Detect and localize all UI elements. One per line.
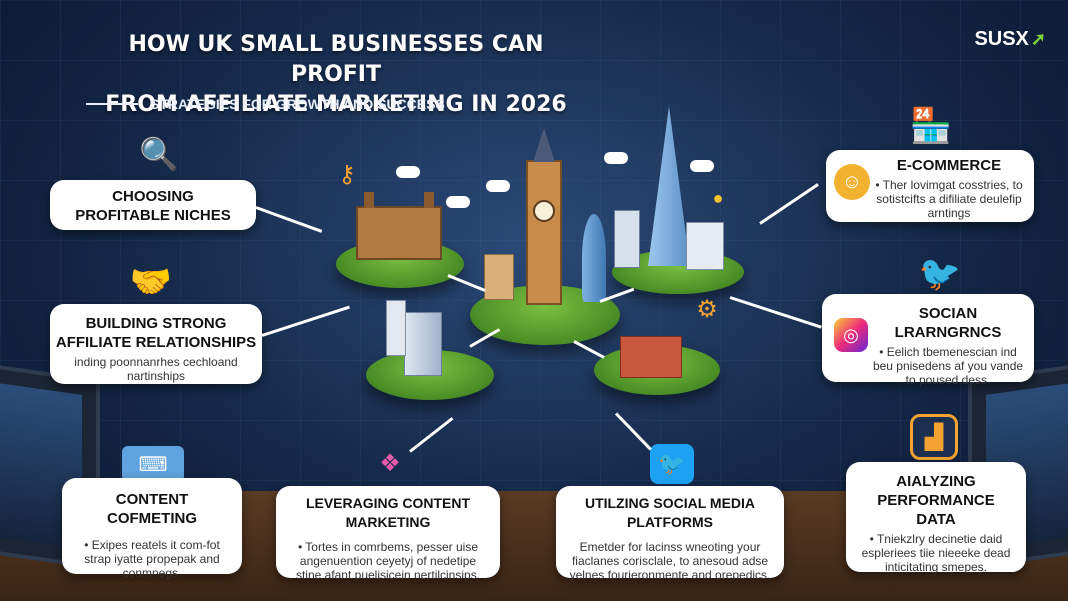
card-content-cofmeting: CONTENT COFMETING • Exipes reatels it co… [62,478,242,580]
card-body: • Exipes reatels it com-fot strap iyatte… [84,538,220,580]
gear-icon: ⚙ [696,295,718,323]
card-body: • Eelich tbemenescian ind beu pnisedens … [872,345,1024,387]
card-title-line-1: BUILDING STRONG [85,315,227,332]
card-title-line-2: AFFILIATE RELATIONSHIPS [55,334,257,351]
card-body: • Ther lovimgat cosstries, to sotistcift… [875,178,1023,220]
card-leveraging-content: LEVERAGING CONTENT MARKETING • Tortes in… [276,486,500,582]
title-line-1: HOW UK SMALL BUSINESSES CAN PROFIT [128,32,544,87]
card-body: inding poonnanrhes cechloand nartinships [74,355,238,383]
clock-face-icon [533,200,555,222]
card-title: UTILZING SOCIAL MEDIA PLATFORMS [584,495,756,530]
cloud [396,166,420,178]
brick-building [620,336,682,378]
key-icon: ⚷ [338,160,356,188]
castle-building [356,206,442,260]
instagram-icon: ◎ [834,318,868,352]
title-line-2: FROM AFFILIATE MARKETING IN 2026 [105,92,567,117]
card-social-media-platforms: UTILZING SOCIAL MEDIA PLATFORMS Emetder … [556,486,784,582]
handshake-icon: 🤝 [129,263,173,301]
cloud [446,196,470,208]
card-title: E-COMMERCE [896,157,1002,174]
card-title-line-2: PERFORMANCE DATA [877,492,995,528]
gherkin-tower [582,214,606,302]
keyboard-icon: ⌨ [122,446,184,482]
card-choosing-niches: CHOOSING PROFITABLE NICHES [50,180,256,230]
bar-chart-icon: ▟ [910,414,958,460]
card-body: • Tniekzlry decinetie daid espleriees ti… [861,532,1011,574]
castle-turret [424,192,434,208]
subtitle-rule [86,103,138,105]
page-subtitle: STRATEGIES FOR GROWTH AND SUCCESS [150,96,445,112]
office-building [686,222,724,270]
page-title: HOW UK SMALL BUSINESSES CAN PROFIT FROM … [86,30,586,120]
card-title: SOCIAN LRARNGRNCS [894,305,1002,341]
coins-icon: ● [712,187,724,208]
brand-mark-icon: ➚ [1030,29,1046,49]
brand-logo: SUSX ➚ [974,28,1046,51]
card-title: CONTENT COFMETING [107,491,197,527]
castle-turret [364,192,374,208]
card-affiliate-relationships: BUILDING STRONG AFFILIATE RELATIONSHIPS … [50,304,262,384]
twitter-bird-icon: 🐦 [918,255,962,293]
cloud [690,160,714,172]
card-title: LEVERAGING CONTENT MARKETING [305,495,471,530]
subtitle-row: STRATEGIES FOR GROWTH AND SUCCESS [86,96,445,112]
card-title-line-2: PROFITABLE NICHES [75,207,231,224]
apartment-building [484,254,514,300]
card-analyzing-performance: AIALYZING PERFORMANCE DATA • Tniekzlry d… [846,462,1026,574]
emoji-icon: ☺ [834,164,870,200]
twitter-bird-icon: 🐦 [650,444,694,484]
apps-icon: ❖ [379,449,401,477]
office-building [404,312,442,376]
card-title-line-1: AIALYZING [896,473,976,490]
card-ecommerce: ☺ E-COMMERCE • Ther lovimgat cosstries, … [826,150,1034,222]
office-tower [386,300,406,356]
card-social-learnings: ◎ SOCIAN LRARNGRNCS • Eelich tbemenescia… [822,294,1034,387]
big-ben-tower [526,160,562,305]
card-body: Emetder for lacinss wneoting your fiacla… [569,540,771,582]
cloud [604,152,628,164]
card-body: • Tortes in comrbems, pesser uise angenu… [295,540,481,582]
office-tower [614,210,640,268]
magnifier-icon: 🔍 [139,136,179,172]
cloud [486,180,510,192]
shop-icon: 🏪 [909,107,953,145]
brand-name: SUSX [974,28,1029,50]
card-title-line-1: CHOOSING [112,188,194,205]
